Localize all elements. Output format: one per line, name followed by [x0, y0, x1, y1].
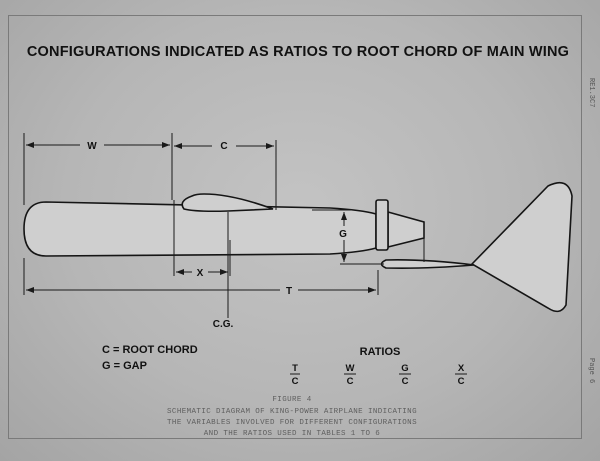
caption-line-1: SCHEMATIC DIAGRAM OF KING-POWER AIRPLANE… — [167, 408, 417, 416]
svg-text:T: T — [292, 363, 298, 374]
rear-wing-airfoil — [380, 259, 475, 269]
x-arrow-left — [176, 269, 184, 275]
g-arrow-bottom — [341, 254, 347, 262]
fuselage — [23, 201, 377, 257]
cg-label: C.G. — [213, 319, 234, 330]
svg-text:W: W — [346, 363, 355, 374]
svg-text:C: C — [347, 376, 354, 387]
side-label-page: Page 6 — [587, 358, 595, 383]
c-arrow-left — [174, 143, 182, 149]
x-arrow-right — [220, 269, 228, 275]
c-arrow-right — [266, 143, 274, 149]
w-arrow-right — [162, 142, 170, 148]
caption-figure: FIGURE 4 — [272, 396, 311, 404]
main-wing-airfoil — [181, 193, 274, 213]
caption-line-3: AND THE RATIOS USED IN TABLES 1 TO 6 — [204, 430, 381, 438]
svg-text:C: C — [292, 376, 299, 387]
w-label: W — [87, 141, 97, 152]
legend-root-chord: C = ROOT CHORD — [102, 344, 198, 356]
svg-text:C: C — [402, 376, 409, 387]
legend-gap: G = GAP — [102, 360, 147, 372]
svg-text:C: C — [458, 376, 465, 387]
tail-fin — [470, 181, 573, 313]
tail-cone — [387, 210, 425, 249]
g-label: G — [339, 229, 347, 240]
caption-line-2: THE VARIABLES INVOLVED FOR DIFFERENT CON… — [167, 419, 417, 427]
x-label: X — [197, 268, 204, 279]
w-arrow-left — [26, 142, 34, 148]
svg-text:X: X — [458, 363, 465, 374]
t-arrow-left — [26, 287, 34, 293]
t-label: T — [286, 286, 292, 297]
drawing-border — [8, 15, 582, 439]
svg-text:G: G — [401, 363, 408, 374]
ratio-t-over-c: T C — [290, 363, 300, 387]
ring-disk — [375, 199, 389, 251]
ratio-g-over-c: G C — [399, 363, 411, 387]
c-label: C — [220, 141, 227, 152]
ratio-x-over-c: X C — [455, 363, 467, 387]
side-label-top: RE1.3C7 — [587, 78, 595, 107]
t-arrow-right — [368, 287, 376, 293]
g-arrow-top — [341, 212, 347, 220]
ratios-heading: RATIOS — [360, 346, 401, 358]
ratio-w-over-c: W C — [344, 363, 356, 387]
diagram-title: CONFIGURATIONS INDICATED AS RATIOS TO RO… — [27, 44, 569, 60]
